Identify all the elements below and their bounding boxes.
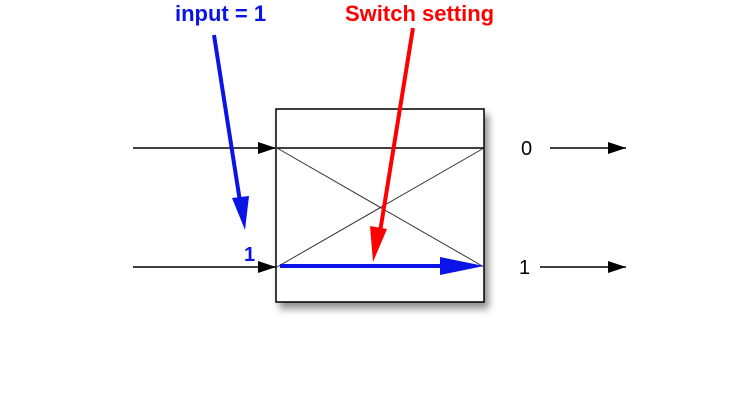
input-annotation-label: input = 1	[175, 1, 266, 26]
input-value-label: 1	[244, 244, 255, 266]
input-annotation-arrow	[212, 34, 243, 209]
active-path-arrowhead	[440, 257, 484, 275]
switch-annotation-arrowhead	[370, 226, 387, 262]
output-port-label-top: 0	[521, 138, 532, 160]
switch-line-cross-up	[276, 147, 485, 268]
switch-annotation-arrow	[378, 27, 415, 233]
input-annotation-arrowhead	[232, 196, 249, 230]
switch-annotation-label: Switch setting	[345, 1, 494, 26]
switch-box	[275, 108, 485, 303]
output-port-label-bottom: 1	[519, 257, 530, 279]
